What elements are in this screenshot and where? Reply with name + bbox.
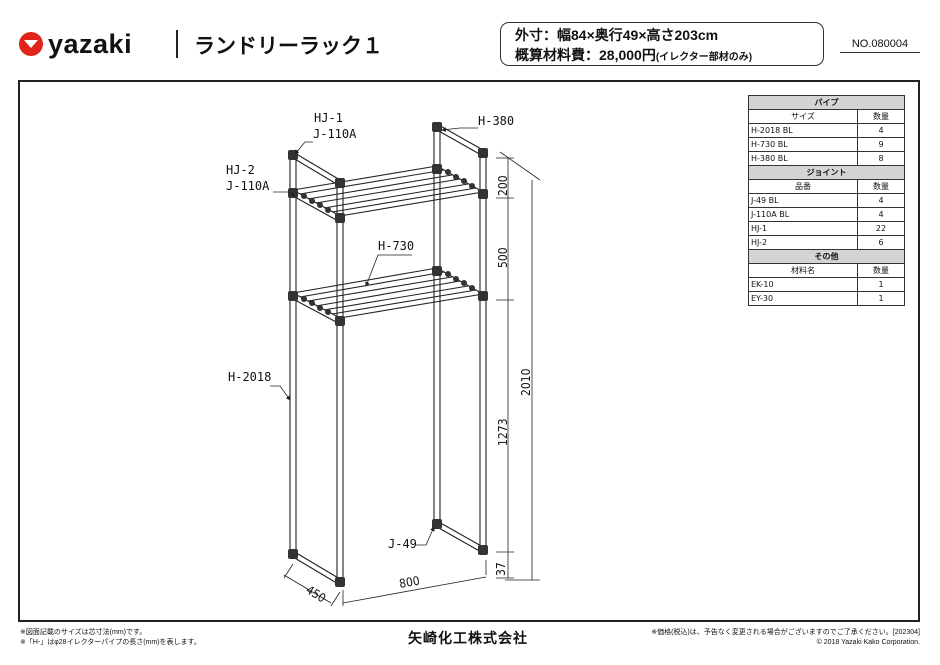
spec-price-label: 概算材料費：28,000円 (515, 47, 656, 63)
other-col-name: 材料名 (748, 263, 858, 278)
pipe-col-name: サイズ (748, 109, 858, 124)
copyright: © 2018 Yazaki Kako Corporation. (816, 639, 920, 646)
label-j110a-top: J-110A (313, 127, 357, 141)
label-hj1: HJ-1 (314, 111, 343, 125)
dim-200: 200 (496, 175, 510, 196)
pipe-section-header: パイプ (748, 95, 905, 110)
part-name: HJ-1 (748, 221, 858, 236)
label-h2018: H-2018 (228, 370, 271, 384)
dim-450: 450 (303, 583, 328, 606)
logo-text: yazaki (48, 28, 133, 59)
pipe-col-qty: 数量 (857, 109, 905, 124)
footer-note-price: ※価格(税込)は、予告なく変更される場合がございますのでご了承ください。[202… (651, 629, 920, 636)
dim-2010: 2010 (519, 368, 533, 396)
spec-size: 外寸：幅84×奥行49×高さ203cm (515, 27, 719, 43)
part-qty: 9 (857, 137, 905, 152)
joint-col-name: 品番 (748, 179, 858, 194)
dim-500: 500 (496, 247, 510, 268)
brand-logo: yazaki (18, 28, 132, 60)
dim-1273: 1273 (496, 419, 510, 446)
part-name: EK-10 (748, 277, 858, 292)
other-section-header: その他 (748, 249, 905, 264)
footer-note-pipe: ※「H-」はφ28イレクターパイプの長さ(mm)を表します。 (20, 639, 201, 646)
part-name: J-49 BL (748, 193, 858, 208)
joint-section-header: ジョイント (748, 165, 905, 180)
document-number: NO.080004 (840, 38, 920, 53)
part-qty: 4 (857, 123, 905, 138)
part-qty: 22 (857, 221, 905, 236)
dim-800: 800 (398, 574, 421, 591)
joint-col-qty: 数量 (857, 179, 905, 194)
dim-37: 37 (494, 562, 508, 576)
part-name: H-380 BL (748, 151, 858, 166)
drawing-frame (18, 80, 920, 622)
part-name: H-2018 BL (748, 123, 858, 138)
yazaki-mark-icon (19, 32, 43, 56)
page-title: ランドリーラック１ (194, 35, 383, 58)
part-name: J-110A BL (748, 207, 858, 222)
part-qty: 8 (857, 151, 905, 166)
part-qty: 6 (857, 235, 905, 250)
part-name: H-730 BL (748, 137, 858, 152)
title-separator (176, 30, 178, 58)
spec-price-note: (イレクター部材のみ) (655, 52, 753, 63)
part-qty: 4 (857, 207, 905, 222)
part-qty: 4 (857, 193, 905, 208)
part-name: HJ-2 (748, 235, 858, 250)
part-qty: 1 (857, 277, 905, 292)
part-qty: 1 (857, 291, 905, 306)
label-h730: H-730 (378, 239, 414, 253)
label-j49: J-49 (388, 537, 417, 551)
footer-note-dimensions: ※図面記載のサイズは芯寸法(mm)です。 (20, 629, 147, 636)
spec-box: 外寸：幅84×奥行49×高さ203cm 概算材料費：28,000円(イレクター部… (500, 22, 824, 66)
label-hj2: HJ-2 (226, 163, 255, 177)
spec-price: 概算材料費：28,000円(イレクター部材のみ) (515, 45, 809, 68)
company-name: 矢崎化工株式会社 (408, 630, 528, 646)
other-col-qty: 数量 (857, 263, 905, 278)
part-name: EY-30 (748, 291, 858, 306)
label-h380: H-380 (478, 114, 514, 128)
label-j110a-mid: J-110A (226, 179, 270, 193)
